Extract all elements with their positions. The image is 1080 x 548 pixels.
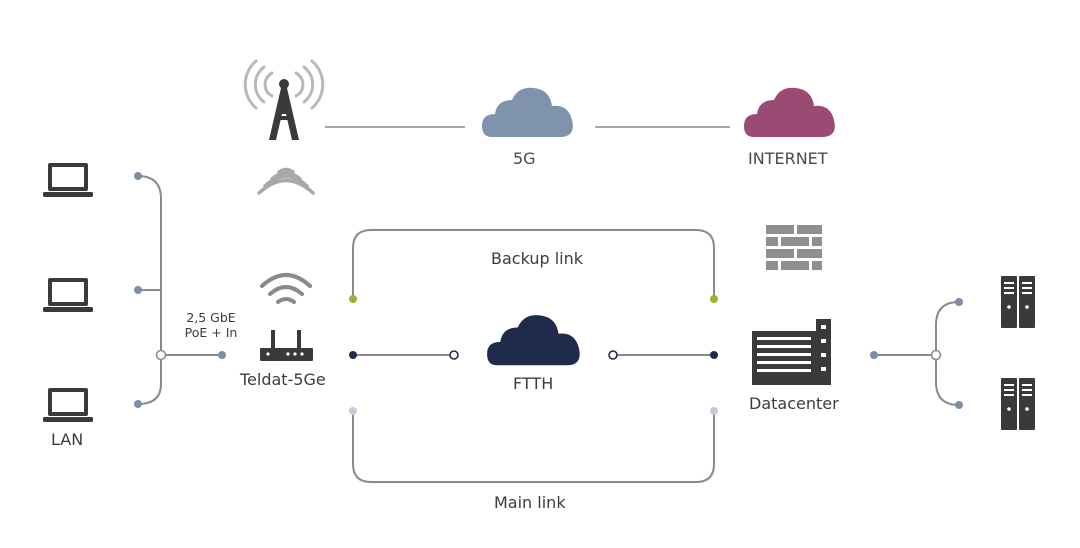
ftth-dot-left xyxy=(349,351,357,359)
lan-bus xyxy=(137,175,222,405)
router-icon xyxy=(260,330,313,361)
cloud-icon xyxy=(487,315,580,366)
lan-dot-1 xyxy=(134,172,142,180)
datacenter-icon xyxy=(752,319,831,385)
ftth-end-right xyxy=(608,350,618,360)
server-bus xyxy=(874,301,960,406)
wifi-icon xyxy=(260,273,312,304)
lan-junction xyxy=(155,349,167,361)
link-speed-label: 2,5 GbE PoE + In xyxy=(178,310,244,340)
main-dot-right xyxy=(710,407,718,415)
cloud-icon xyxy=(482,87,573,137)
server-junction xyxy=(930,349,942,361)
link-speed-line-2: PoE + In xyxy=(184,325,238,340)
ftth-label: FTTH xyxy=(513,374,554,393)
lan-dot-2 xyxy=(134,286,142,294)
ftth-end-left xyxy=(449,350,459,360)
laptop-icon xyxy=(43,278,93,312)
backup-link-label: Backup link xyxy=(491,249,584,268)
backup-dot-right xyxy=(710,295,718,303)
datacenter-label: Datacenter xyxy=(749,394,839,413)
router-dot xyxy=(218,351,226,359)
router-label: Teldat-5Ge xyxy=(240,370,326,389)
backup-link-line xyxy=(352,229,715,297)
ftth-dot-right xyxy=(710,351,718,359)
link-speed-line-1: 2,5 GbE xyxy=(186,310,236,325)
cell-tower-icon xyxy=(243,59,325,140)
cloud-5g-label: 5G xyxy=(513,149,536,168)
main-link-line xyxy=(352,413,715,483)
server-dot-2 xyxy=(955,401,963,409)
cloud-icon xyxy=(744,87,835,137)
internet-label: INTERNET xyxy=(748,149,828,168)
server-dot-1 xyxy=(955,298,963,306)
lan-dot-3 xyxy=(134,400,142,408)
wireless-signal-icon xyxy=(257,167,315,195)
datacenter-dot xyxy=(870,351,878,359)
firewall-icon xyxy=(766,225,822,270)
main-dot-left xyxy=(349,407,357,415)
server-icon xyxy=(1001,378,1035,430)
main-link-label: Main link xyxy=(494,493,566,512)
laptop-icon xyxy=(43,163,93,197)
lan-label: LAN xyxy=(51,430,84,449)
laptop-icon xyxy=(43,388,93,422)
backup-dot-left xyxy=(349,295,357,303)
server-icon xyxy=(1001,276,1035,328)
